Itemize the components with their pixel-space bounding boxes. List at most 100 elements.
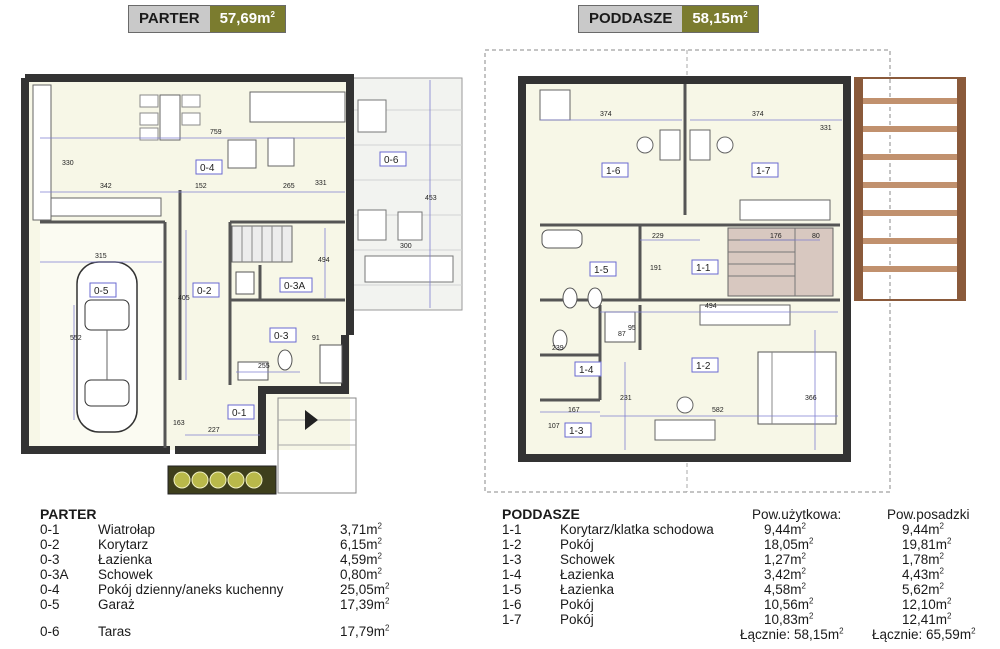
dimension-label: 374 [600,111,612,118]
room-label: 1-5 [594,265,609,276]
room-code: 0-5 [40,597,60,612]
room-usable-area: 9,44m2 [764,521,806,537]
room-name: Schowek [560,552,615,567]
dimension-label: 152 [195,183,207,190]
room-name: Schowek [98,567,153,582]
room-label-box [574,361,602,377]
room-label: 1-6 [606,166,621,177]
usable-area-header: Pow.użytkowa: [752,507,842,522]
room-label: 1-2 [696,361,711,372]
room-name: Łazienka [560,582,615,597]
room-floor-area: 12,10m2 [902,596,952,612]
dimension-label: 87 [618,331,626,338]
parter-row: 0-4 Pokój dzienny/aneks kuchenny 25,05m2 [40,582,400,597]
poddasze-table-title: PODDASZE [502,506,580,522]
room-code: 0-6 [40,624,60,639]
room-label: 1-1 [696,263,711,274]
poddasze-row: 1-3 Schowek 1,27m2 1,78m2 [502,552,997,567]
parter-header-area: 57,69m2 [209,6,285,32]
room-area: 6,15m2 [340,536,382,552]
dimension-label: 366 [805,395,817,402]
parter-table-title: PARTER [40,506,97,522]
room-code: 1-2 [502,537,522,552]
room-name: Pokój dzienny/aneks kuchenny [98,582,284,597]
room-name: Pokój [560,597,594,612]
room-label: 0-2 [197,286,212,297]
dimension-label: 330 [62,160,74,167]
room-name: Łazienka [98,552,153,567]
dimension-label: 107 [548,423,560,430]
room-code: 0-3A [40,567,69,582]
room-code: 0-4 [40,582,60,597]
total-floor: Łącznie: 65,59m2 [872,626,976,642]
dimension-label: 759 [210,129,222,136]
room-usable-area: 4,58m2 [764,581,806,597]
dimension-label: 331 [315,180,327,187]
dimension-label: 453 [425,195,437,202]
room-label: 0-3 [274,331,289,342]
room-label: 0-6 [384,155,399,166]
room-label: 1-3 [569,426,584,437]
room-label-box [269,327,297,343]
room-code: 0-3 [40,552,60,567]
room-area: 25,05m2 [340,581,390,597]
room-label-box [279,277,313,293]
room-floor-area: 1,78m2 [902,551,944,567]
room-area: 0,80m2 [340,566,382,582]
dimension-label: 231 [620,395,632,402]
room-label-box [379,151,407,167]
poddasze-header: PODDASZE 58,15m2 [578,5,759,33]
poddasze-row: 1-1 Korytarz/klatka schodowa 9,44m2 9,44m2 [502,522,997,537]
room-code: 1-5 [502,582,522,597]
room-label-box [691,259,719,275]
room-name: Korytarz [98,537,149,552]
dimension-label: 91 [312,335,320,342]
dimension-label: 494 [705,303,717,310]
room-labels-layer: 0-10-20-30-3A0-40-50-61-11-21-31-41-51-6… [62,111,832,438]
room-floor-area: 19,81m2 [902,536,952,552]
room-name: Pokój [560,537,594,552]
poddasze-table-header-row: PODDASZE Pow.użytkowa: Pow.posadzki [502,506,997,523]
dimension-label: 95 [628,325,636,332]
room-name: Pokój [560,612,594,627]
room-code: 1-1 [502,522,522,537]
room-code: 0-2 [40,537,60,552]
poddasze-total-row: Łącznie: 58,15m2 Łącznie: 65,59m2 [502,627,997,642]
dimension-label: 255 [258,363,270,370]
room-name: Łazienka [560,567,615,582]
dimension-label: 582 [712,407,724,414]
room-floor-area: 4,43m2 [902,566,944,582]
dimension-label: 229 [652,233,664,240]
room-name: Wiatrołap [98,522,156,537]
room-label: 0-4 [200,163,215,174]
room-floor-area: 9,44m2 [902,521,944,537]
parter-header: PARTER 57,69m2 [128,5,286,33]
dimension-label: 163 [173,420,185,427]
poddasze-header-label: PODDASZE [579,6,683,32]
room-name: Korytarz/klatka schodowa [560,522,714,537]
pergola [854,77,966,301]
room-label-box [589,261,617,277]
upper-floor-plan [484,49,966,493]
parter-row: 0-3A Schowek 0,80m2 [40,567,400,582]
room-label: 1-4 [579,365,594,376]
dimension-label: 552 [70,335,82,342]
room-name: Taras [98,624,132,639]
room-usable-area: 18,05m2 [764,536,814,552]
dimension-label: 167 [568,407,580,414]
room-label: 0-1 [232,408,247,419]
room-code: 1-7 [502,612,522,627]
room-usable-area: 1,27m2 [764,551,806,567]
room-label-box [601,162,629,178]
room-area: 17,39m2 [340,596,390,612]
room-code: 1-3 [502,552,522,567]
dimension-label: 239 [552,345,564,352]
room-usable-area: 10,56m2 [764,596,814,612]
room-area: 3,71m2 [340,521,382,537]
